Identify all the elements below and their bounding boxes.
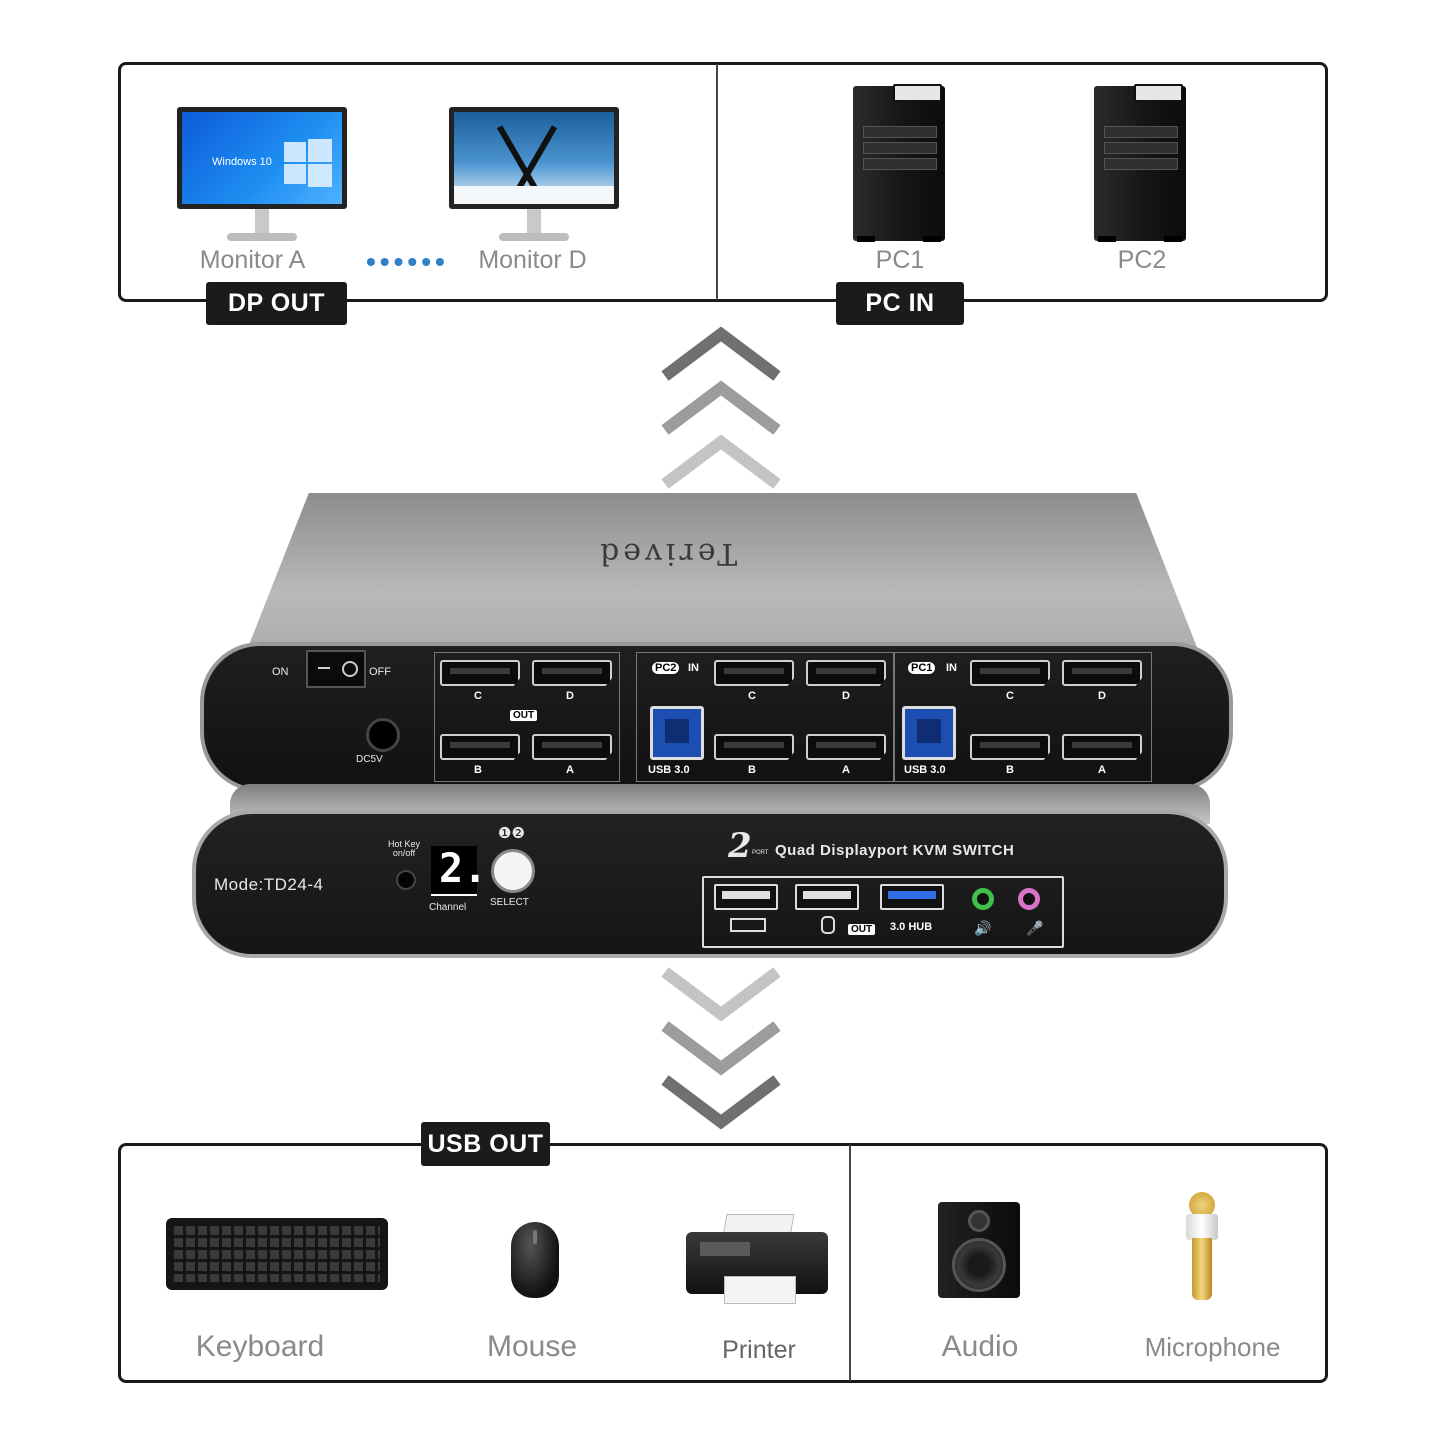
pc2-in-badge: PC2 xyxy=(652,662,680,674)
top-panel-divider xyxy=(716,64,718,300)
mouse-icon xyxy=(821,916,835,934)
audio-jack[interactable] xyxy=(972,888,994,910)
title-port: PORT xyxy=(752,850,769,856)
usb30-label: USB 3.0 xyxy=(904,764,946,776)
mouse-label: Mouse xyxy=(486,1330,578,1363)
off-label: OFF xyxy=(369,666,391,678)
usb-30-hub-port[interactable] xyxy=(880,884,944,910)
speaker-icon xyxy=(938,1202,1020,1298)
in-label: IN xyxy=(946,662,957,674)
mouse-icon xyxy=(511,1222,559,1298)
port-d-label: D xyxy=(566,690,574,702)
chevron-down-icon xyxy=(661,1021,781,1076)
mic-icon: 🎤 xyxy=(1026,920,1044,936)
port-a-label: A xyxy=(842,764,850,776)
monitor-a-label: Monitor A xyxy=(199,246,306,274)
dp-out-port-b[interactable] xyxy=(440,734,520,760)
printer-label: Printer xyxy=(722,1336,796,1364)
keyboard-icon xyxy=(730,918,766,932)
pc2-tower-icon xyxy=(1094,84,1186,242)
speaker-icon: 🔊 xyxy=(974,920,992,936)
pc1-tower-icon xyxy=(853,84,945,242)
in-label: IN xyxy=(688,662,699,674)
hotkey-button[interactable] xyxy=(396,870,416,890)
port-d-label: D xyxy=(1098,690,1106,702)
keyboard-usb-port[interactable] xyxy=(714,884,778,910)
chevron-up-icon xyxy=(661,380,781,435)
mouse-usb-port[interactable] xyxy=(795,884,859,910)
model-label: Mode:TD24-4 xyxy=(214,875,324,894)
brand-logo: Terived xyxy=(596,536,738,571)
port-c-label: C xyxy=(748,690,756,702)
usb-hub-group xyxy=(702,876,1064,948)
select-button[interactable] xyxy=(491,849,535,893)
pc1-dp-port-c[interactable] xyxy=(970,660,1050,686)
dp-out-port-c[interactable] xyxy=(440,660,520,686)
monitor-d-label: Monitor D xyxy=(478,246,587,274)
audio-label: Audio xyxy=(941,1330,1019,1363)
pc-in-tag: PC IN xyxy=(836,282,964,325)
pc1-dp-port-a[interactable] xyxy=(1062,734,1142,760)
channel-label: Channel xyxy=(429,902,467,913)
title-number: 2 xyxy=(728,826,752,866)
port-d-label: D xyxy=(842,690,850,702)
chevron-down-icon xyxy=(661,967,781,1022)
pc2-in-group xyxy=(636,652,894,782)
microphone-icon xyxy=(1184,1192,1220,1302)
microphone-jack[interactable] xyxy=(1018,888,1040,910)
port-a-label: A xyxy=(566,764,574,776)
pc1-label: PC1 xyxy=(875,246,925,274)
kvm-front-panel xyxy=(192,810,1228,958)
pc1-in-badge: PC1 xyxy=(908,662,936,674)
usb-out-tag: USB OUT xyxy=(421,1122,550,1166)
select-nums: ❶❷ xyxy=(498,825,525,842)
pc2-label: PC2 xyxy=(1117,246,1167,274)
channel-value: 2. xyxy=(439,846,488,892)
monitor-d-icon xyxy=(449,107,619,242)
select-label: SELECT xyxy=(490,897,529,908)
hub-label: 3.0 HUB xyxy=(890,921,933,933)
keyboard-label: Keyboard xyxy=(195,1330,325,1363)
channel-display: 2. xyxy=(431,846,487,896)
chevron-up-icon xyxy=(661,326,781,381)
usb30-label: USB 3.0 xyxy=(648,764,690,776)
dc5v-label: DC5V xyxy=(356,754,383,765)
pc2-dp-port-c[interactable] xyxy=(714,660,794,686)
on-label: ON xyxy=(272,666,289,678)
windows-text: Windows 10 xyxy=(212,156,272,168)
dp-out-group xyxy=(434,652,620,782)
product-title: Quad Displayport KVM SWITCH xyxy=(775,842,1015,859)
pc1-in-group xyxy=(894,652,1152,782)
printer-icon xyxy=(686,1214,828,1306)
chevron-up-icon xyxy=(661,434,781,489)
power-switch[interactable] xyxy=(306,650,366,688)
pc1-dp-port-d[interactable] xyxy=(1062,660,1142,686)
dp-out-tag: DP OUT xyxy=(206,282,347,325)
dp-out-port-d[interactable] xyxy=(532,660,612,686)
pc2-dp-port-b[interactable] xyxy=(714,734,794,760)
port-b-label: B xyxy=(1006,764,1014,776)
bottom-panel-divider xyxy=(849,1145,851,1381)
pc1-usb-b-port[interactable] xyxy=(902,706,956,760)
monitor-a-icon: Windows 10 xyxy=(177,107,347,242)
pc2-usb-b-port[interactable] xyxy=(650,706,704,760)
pc1-dp-port-b[interactable] xyxy=(970,734,1050,760)
port-b-label: B xyxy=(474,764,482,776)
out-label: OUT xyxy=(510,710,538,721)
port-a-label: A xyxy=(1098,764,1106,776)
hub-out-label: OUT xyxy=(848,924,876,935)
keyboard-icon xyxy=(166,1218,388,1290)
hotkey-label: Hot Key on/off xyxy=(387,839,420,858)
monitor-dots: •••••• xyxy=(366,246,449,277)
dp-out-port-a[interactable] xyxy=(532,734,612,760)
pc2-dp-port-a[interactable] xyxy=(806,734,886,760)
port-c-label: C xyxy=(1006,690,1014,702)
port-c-label: C xyxy=(474,690,482,702)
dc-power-jack[interactable] xyxy=(366,718,400,752)
microphone-label: Microphone xyxy=(1144,1332,1281,1362)
port-b-label: B xyxy=(748,764,756,776)
pc2-dp-port-d[interactable] xyxy=(806,660,886,686)
chevron-down-icon xyxy=(661,1075,781,1130)
